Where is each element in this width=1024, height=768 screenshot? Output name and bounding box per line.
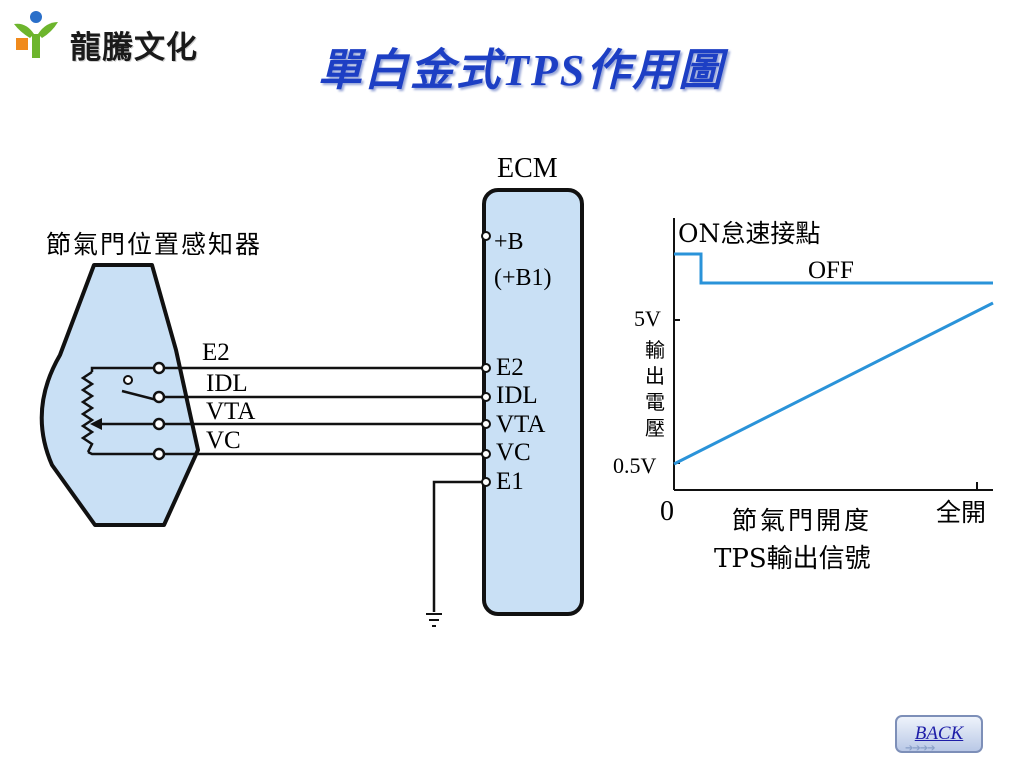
- ecm-box: [482, 188, 584, 616]
- graph-tick-5v: 5V: [634, 306, 661, 331]
- ecm-label-b: +B: [494, 229, 524, 255]
- graph-caption: TPS輸出信號: [714, 544, 871, 574]
- resistor: [80, 370, 95, 453]
- graph-y-label: 輸出電壓: [645, 338, 665, 440]
- person-leaf-icon: [14, 11, 58, 58]
- ecm-label-vc: VC: [496, 439, 531, 466]
- graph-x-label: 節氣門開度: [732, 506, 873, 535]
- ecm-label-b1: (+B1): [494, 265, 552, 291]
- back-button-label: BACK: [914, 723, 964, 744]
- vta-output-line: [673, 301, 994, 466]
- graph-origin: 0: [660, 496, 674, 527]
- ecm-label-idl: IDL: [496, 382, 538, 409]
- ecm-label-e1: E1: [496, 468, 524, 495]
- ecm-label-e2: E2: [496, 354, 524, 381]
- logo: 龍騰文化: [10, 8, 220, 66]
- back-button[interactable]: BACK ➔➔➔➔: [895, 715, 983, 754]
- graph-off-label: OFF: [808, 257, 854, 284]
- graph-tick-05v: 0.5V: [613, 453, 657, 478]
- graph-x-end-label: 全開: [936, 498, 987, 527]
- arrows-icon: ➔➔➔➔: [905, 743, 935, 754]
- graph-on-label: ON怠速接點: [678, 219, 821, 248]
- logo-text: 龍騰文化: [70, 30, 198, 66]
- ecm-name: ECM: [497, 153, 558, 184]
- sensor-label-vta: VTA: [206, 398, 256, 425]
- slide-title: 單白金式TPS作用圖: [318, 46, 725, 95]
- ecm-label-vta: VTA: [496, 411, 546, 438]
- idl-signal-line: [674, 252, 993, 285]
- sensor-label-vc: VC: [206, 427, 241, 454]
- sensor-body: [39, 263, 200, 527]
- sensor-name: 節氣門位置感知器: [46, 230, 263, 259]
- sensor-label-idl: IDL: [206, 370, 248, 397]
- sensor-label-e2: E2: [202, 339, 230, 366]
